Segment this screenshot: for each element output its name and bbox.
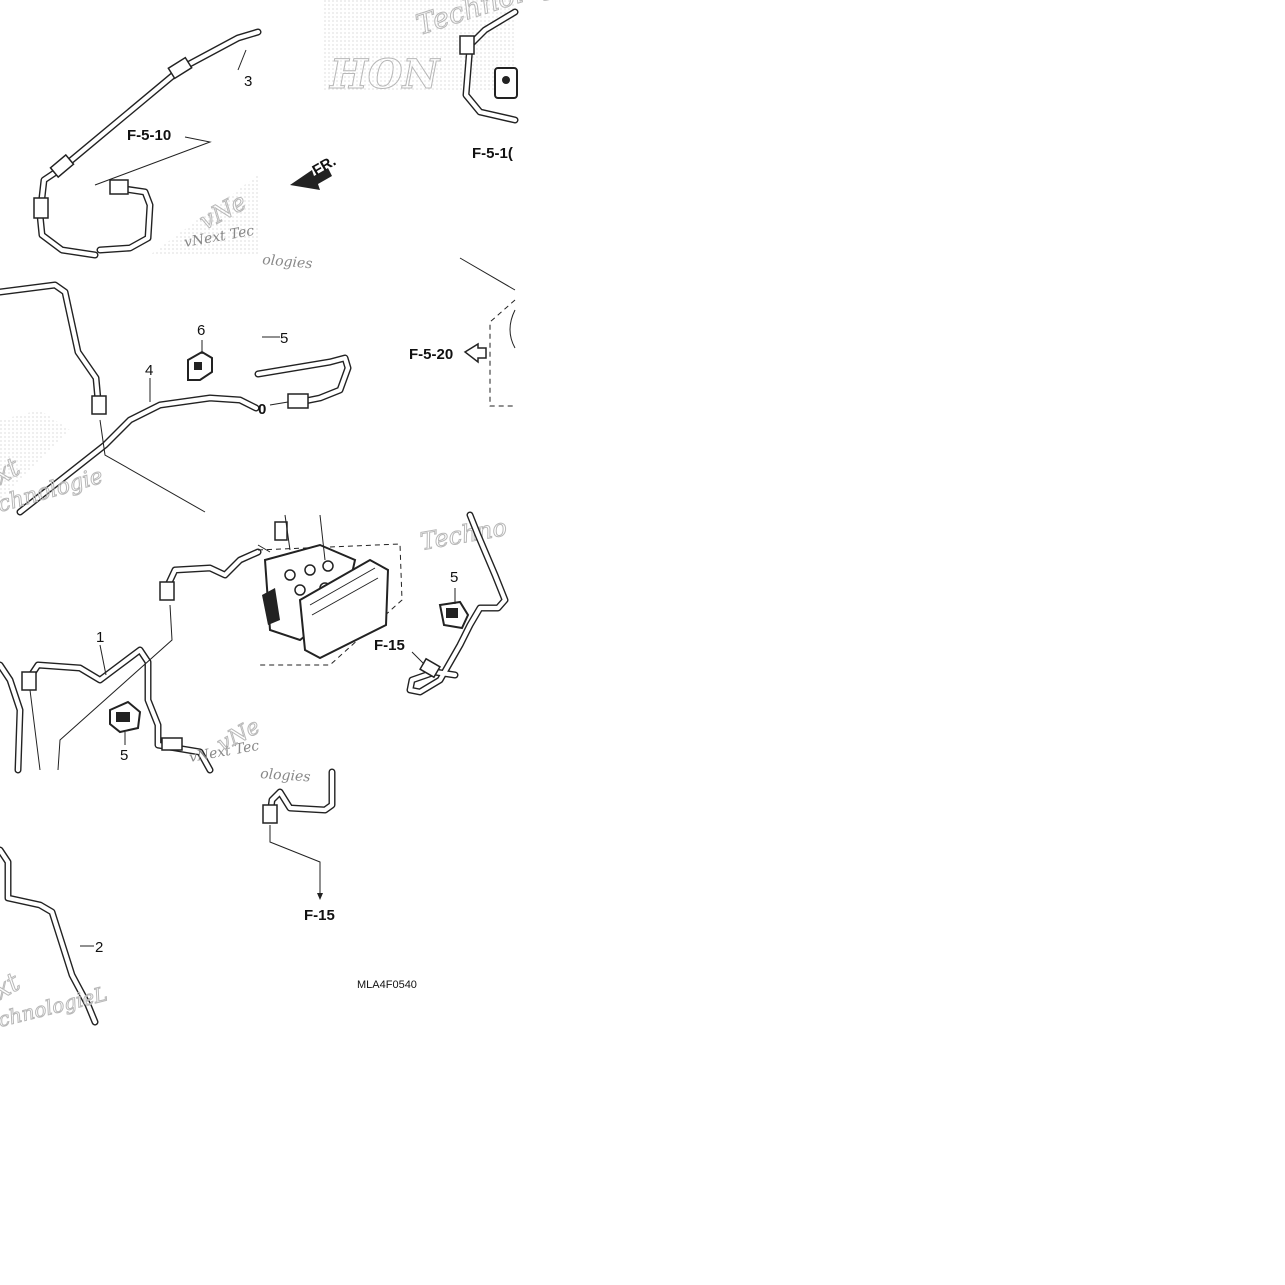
callout-3: 3 — [244, 73, 252, 90]
ref-f-5-10: F-5-10 — [127, 127, 171, 144]
flare-nut — [21, 671, 37, 691]
watermark-text: ologies — [260, 766, 311, 785]
brake-pipe-3 — [36, 28, 262, 259]
leader-line — [99, 644, 107, 676]
abs-outline — [257, 543, 403, 666]
brake-pipe-bottom — [266, 768, 336, 819]
ref-f-15: F-15 — [304, 907, 335, 924]
leader-line — [269, 825, 321, 895]
watermark-text: xt — [0, 967, 26, 1006]
watermark-text: ologies — [262, 252, 313, 272]
tile-top-left: 3 F-5-10 vNext Tec vNe — [33, 28, 262, 259]
flare-nut — [419, 657, 441, 679]
pipe-clamp — [161, 737, 183, 751]
callout-2: 2 — [95, 939, 103, 956]
brake-pipe-2 — [0, 846, 99, 1026]
ref-zero: 0 — [258, 401, 266, 418]
flare-nut — [459, 35, 475, 55]
tile-middle-left: 4 6 xt chnologie — [0, 281, 260, 518]
callout-5: 5 — [120, 747, 128, 764]
leader-line — [94, 136, 212, 186]
watermark-dots — [322, 0, 515, 90]
pipe-clip-5 — [109, 700, 142, 745]
brake-pipe-right — [406, 511, 509, 696]
watermark-dots — [0, 410, 70, 500]
front-arrow-icon: FR. — [290, 153, 339, 190]
leader-line — [57, 604, 173, 771]
flare-nut — [109, 179, 129, 195]
leader-arrow-icon — [317, 893, 323, 900]
tile-middle-middle: ologies 0 5 F-5-20 — [254, 252, 516, 418]
svg-text:FR.: FR. — [310, 153, 339, 180]
pipe-bracket — [494, 67, 518, 99]
brake-pipe-4 — [0, 281, 260, 516]
brake-pipe-upper-right — [462, 8, 519, 124]
flare-nut — [274, 521, 288, 541]
abs-modulator — [257, 514, 403, 666]
ref-f-5-10-cut: F-5-1( — [472, 145, 513, 162]
watermark-text: Techno — [418, 513, 509, 556]
brake-pipe-lower — [96, 184, 154, 254]
pipe-clip-5-right — [438, 588, 470, 630]
tile-top-middle: HON Technologies F-5-1( FR. — [290, 0, 599, 190]
pipe-clamp — [49, 153, 75, 179]
ref-f-15: F-15 — [374, 637, 405, 654]
tile-bottom-left: 2 xt chnologieL — [0, 846, 110, 1032]
leader-line — [99, 419, 206, 513]
leader-line — [269, 401, 289, 406]
diagram-code: MLA4F0540 — [357, 979, 417, 991]
tile-lower-middle: Techno F-15 5 — [257, 511, 509, 696]
watermark-dots — [150, 175, 258, 255]
callout-6: 6 — [197, 322, 205, 339]
flare-nut — [262, 804, 278, 824]
pipe-clamp — [167, 56, 193, 80]
brake-pipe-middle — [254, 354, 352, 406]
leader-line — [237, 49, 247, 71]
watermark-text: HON — [329, 51, 441, 98]
flare-nut — [159, 581, 175, 601]
outline-line — [509, 309, 516, 349]
callout-5: 5 — [280, 330, 288, 347]
outline-line — [459, 257, 516, 291]
flare-nut — [287, 393, 309, 409]
abs-mount — [262, 588, 280, 625]
pipe-clamp — [33, 197, 49, 219]
ref-f-5-20: F-5-20 — [409, 346, 453, 363]
pipe-clip-6 — [187, 340, 213, 381]
tile-lower-left: 1 5 vNext Tec vNe — [0, 548, 265, 774]
leader-line — [411, 651, 425, 665]
flare-nut — [91, 395, 107, 415]
callout-1: 1 — [96, 629, 104, 646]
ref-arrow-icon — [463, 342, 487, 364]
assembly-outline — [489, 299, 516, 407]
leader-line — [29, 689, 41, 771]
tile-bottom-middle: ologies F-15 MLA4F0540 — [260, 766, 417, 991]
callout-5: 5 — [450, 569, 458, 586]
callout-4: 4 — [145, 362, 153, 379]
